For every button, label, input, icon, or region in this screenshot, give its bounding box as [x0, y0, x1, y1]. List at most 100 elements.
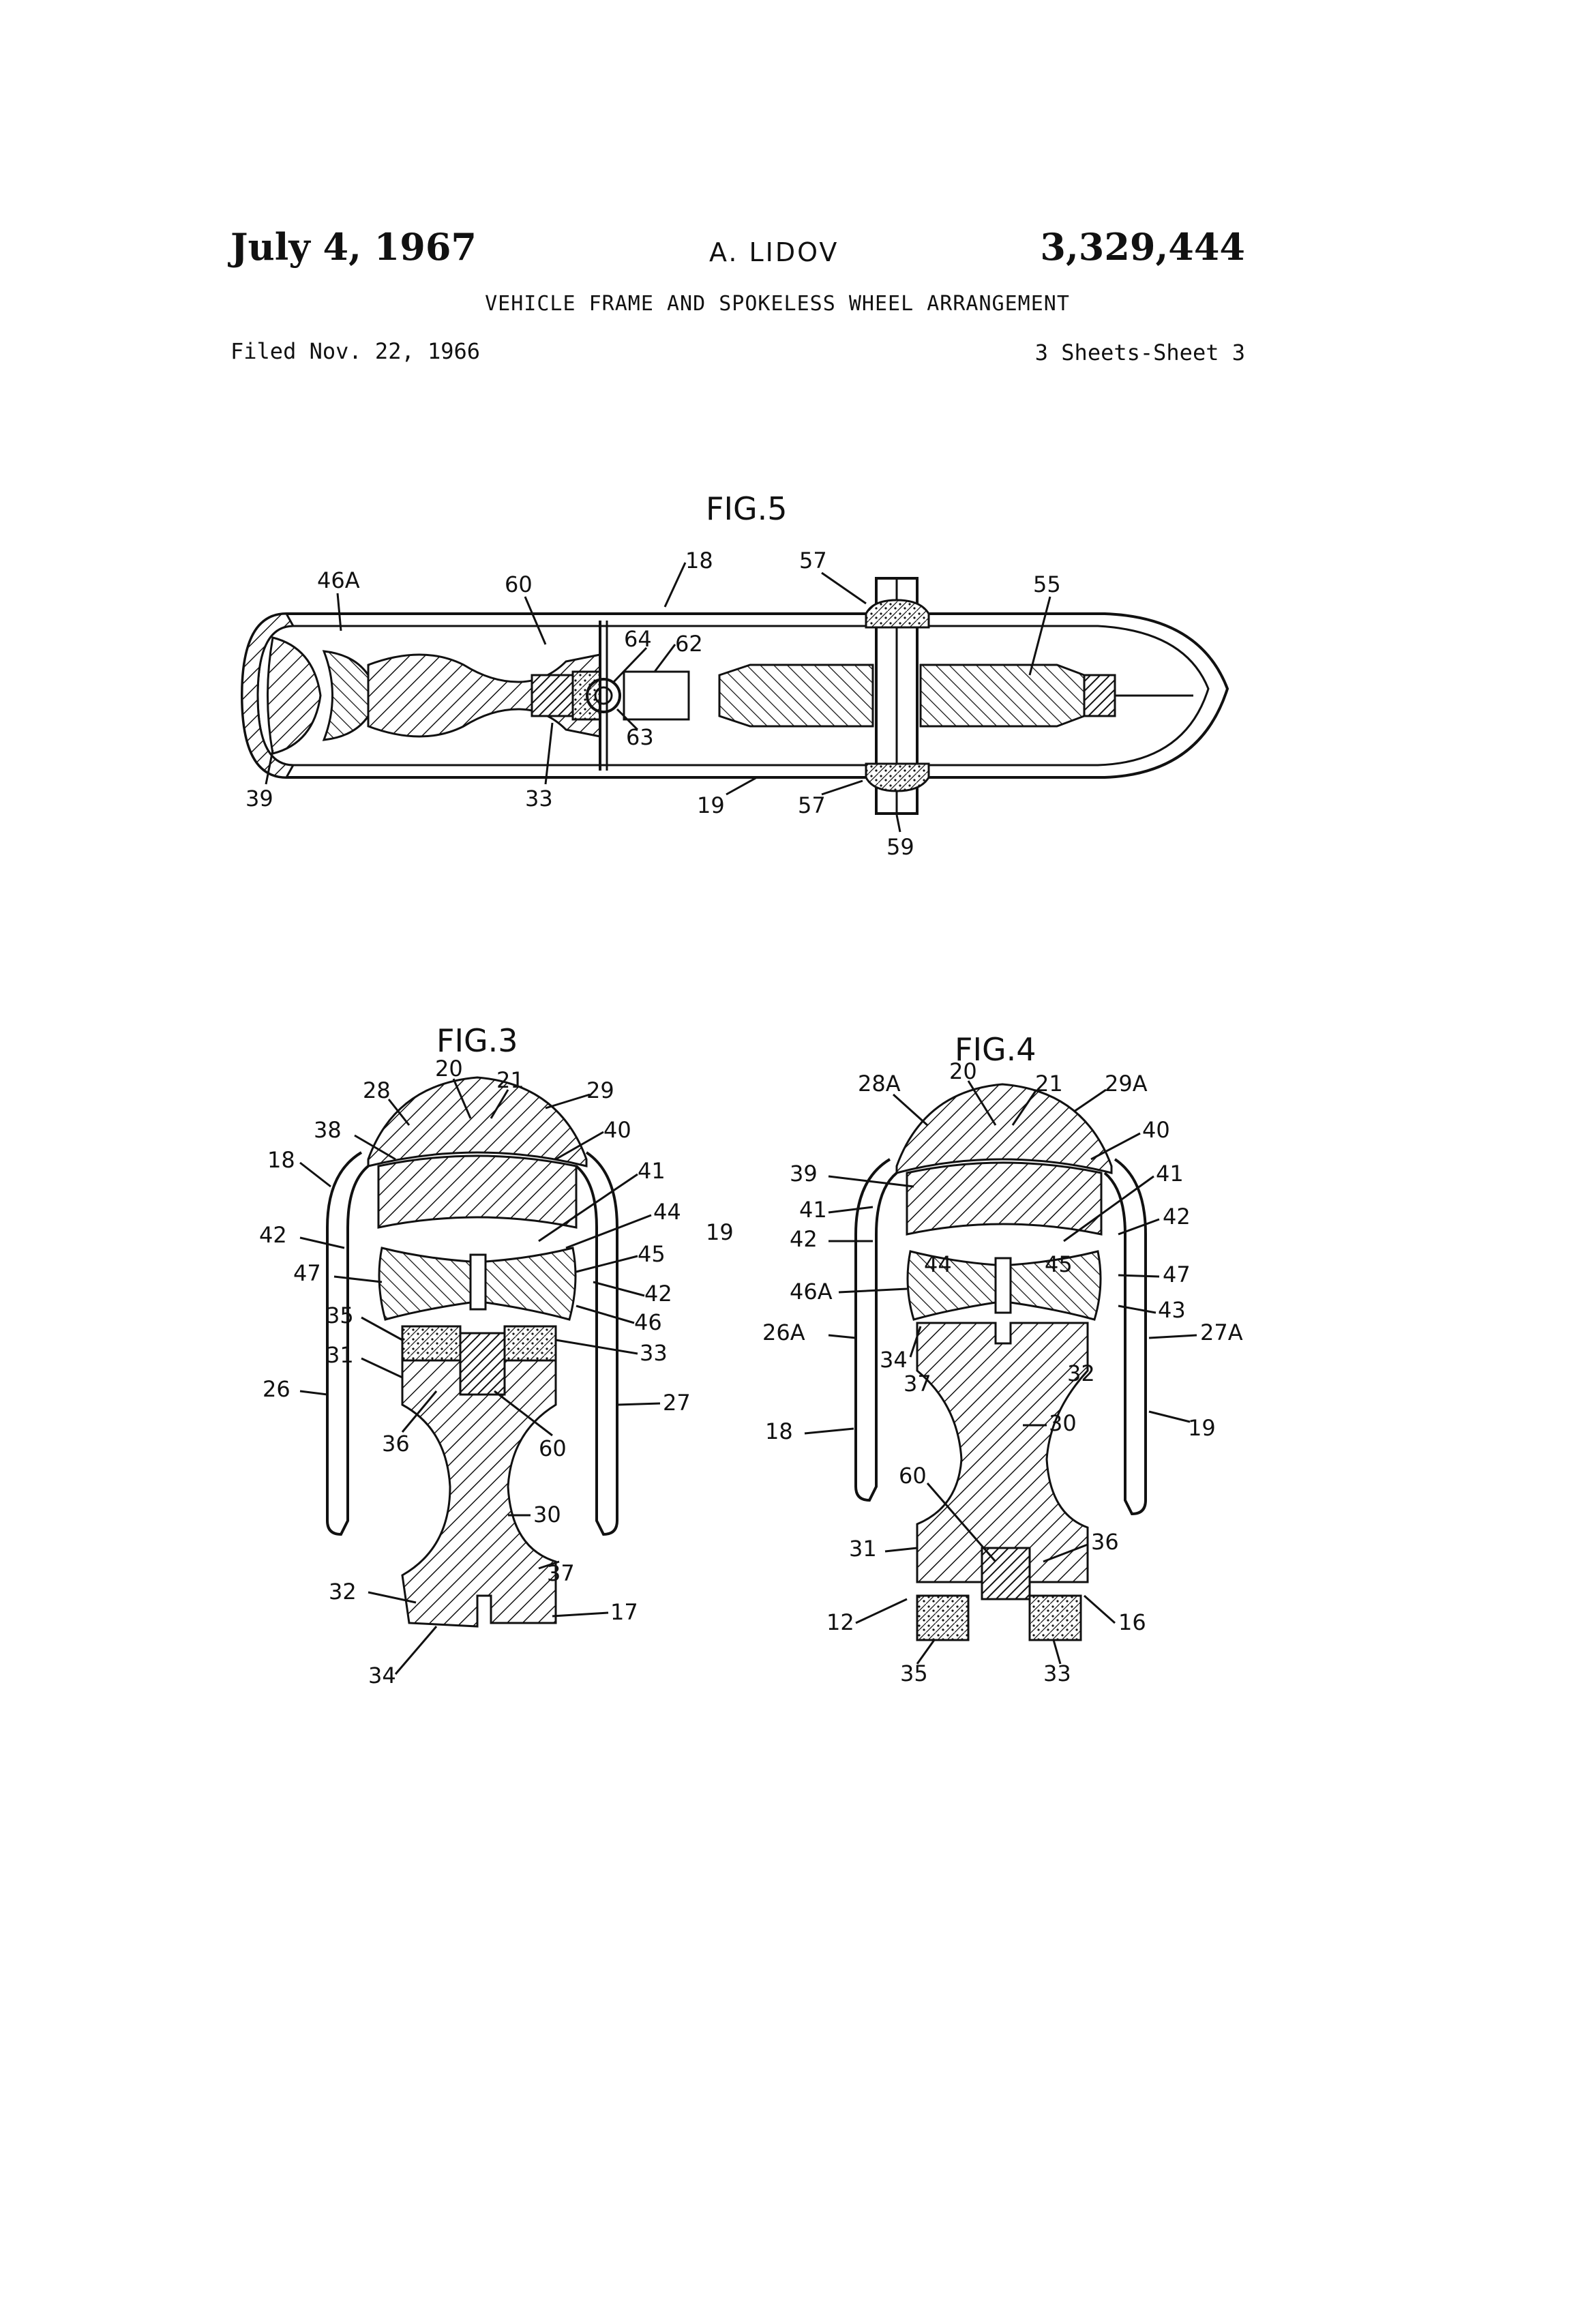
fig3-label-26: 26: [263, 1376, 290, 1402]
fig3-label-44: 44: [653, 1199, 681, 1225]
fig3-label-42-left: 42: [259, 1222, 287, 1248]
fig4-block-35: [917, 1596, 968, 1640]
fig4-label-41-left: 41: [799, 1197, 827, 1223]
figure-4: FIG.4 28A 20 21 29A 40 39 41 41 42 42 44…: [762, 1031, 1243, 1686]
fig5-label-33: 33: [525, 786, 553, 811]
fig5-shaft-right: [921, 665, 1084, 726]
fig5-bracket-62: [624, 672, 689, 719]
shared-label-19: 19: [706, 1219, 734, 1245]
fig4-label-29A: 29A: [1105, 1071, 1148, 1097]
fig5-label-60: 60: [505, 571, 533, 597]
fig5-bushing-57-top: [866, 600, 929, 627]
fig4-label-19: 19: [1188, 1415, 1216, 1441]
fig3-cap: [368, 1077, 586, 1166]
fig4-hub-key: [996, 1258, 1011, 1313]
fig4-label-39: 39: [790, 1161, 818, 1187]
fig5-label-19: 19: [697, 792, 725, 818]
fig3-label-45: 45: [638, 1241, 666, 1267]
fig5-block-60: [532, 675, 573, 716]
fig5-shaft: [719, 665, 873, 726]
fig3-label-38: 38: [314, 1117, 342, 1143]
fig3-label-35: 35: [326, 1302, 354, 1328]
fig4-block-33: [1030, 1596, 1081, 1640]
fig3-block-33: [505, 1326, 556, 1360]
fig3-label-33: 33: [640, 1340, 668, 1366]
fig3-label-47: 47: [293, 1260, 321, 1286]
fig3-block-35: [402, 1326, 460, 1360]
figure-5: FIG.5 46A 60 18 57: [242, 490, 1227, 860]
fig3-label-20: 20: [435, 1056, 463, 1082]
fig5-label-59: 59: [886, 834, 914, 860]
fig4-label-60: 60: [899, 1463, 927, 1489]
fig4-label-44: 44: [924, 1251, 952, 1277]
fig3-title: FIG.3: [436, 1022, 518, 1059]
fig5-label-57-top: 57: [799, 548, 827, 573]
fig3-rim-body: [378, 1156, 576, 1227]
fig3-hub-key: [471, 1255, 486, 1309]
fig3-label-21: 21: [496, 1067, 524, 1093]
fig3-label-36: 36: [382, 1431, 410, 1457]
fig4-label-33: 33: [1043, 1660, 1071, 1686]
fig3-label-40: 40: [603, 1117, 631, 1143]
fig4-rim-body: [907, 1163, 1101, 1234]
fig4-label-41-right: 41: [1156, 1161, 1184, 1187]
fig3-label-28: 28: [363, 1077, 391, 1103]
fig3-label-60: 60: [539, 1435, 567, 1461]
fig3-block-60: [460, 1333, 505, 1395]
fig5-label-64: 64: [624, 626, 652, 652]
fig3-label-32: 32: [329, 1579, 357, 1605]
fig4-label-37: 37: [904, 1371, 931, 1397]
fig5-label-39: 39: [245, 786, 273, 811]
fig4-label-47: 47: [1163, 1262, 1191, 1287]
fig4-label-42-right: 42: [1163, 1204, 1191, 1230]
fig5-label-63: 63: [626, 724, 654, 750]
fig3-label-46: 46: [634, 1309, 662, 1335]
fig3-label-30: 30: [533, 1502, 561, 1528]
fig4-label-46A: 46A: [790, 1279, 833, 1305]
fig5-label-62: 62: [675, 631, 703, 657]
fig3-label-27: 27: [663, 1390, 691, 1416]
fig4-label-32: 32: [1067, 1360, 1095, 1386]
fig4-label-20: 20: [949, 1058, 977, 1084]
fig4-label-43: 43: [1158, 1297, 1186, 1323]
fig5-label-57-bottom: 57: [798, 792, 826, 818]
fig4-label-42-left: 42: [790, 1226, 818, 1252]
fig4-label-18: 18: [765, 1418, 793, 1444]
fig4-rail-26A: [856, 1159, 897, 1500]
fig4-label-26A: 26A: [762, 1320, 805, 1345]
fig5-label-55: 55: [1033, 571, 1061, 597]
fig5-title: FIG.5: [706, 490, 788, 527]
fig4-rail-27A: [1105, 1159, 1146, 1514]
fig5-rim-section: [324, 651, 368, 740]
fig3-label-31: 31: [326, 1342, 354, 1368]
fig3-label-18: 18: [267, 1147, 295, 1173]
fig3-tire-45: [486, 1248, 576, 1320]
fig3-label-41: 41: [638, 1158, 666, 1184]
fig4-label-27A: 27A: [1200, 1320, 1243, 1345]
fig4-label-35: 35: [900, 1660, 928, 1686]
fig5-label-18: 18: [685, 548, 713, 573]
fig4-label-30: 30: [1049, 1410, 1077, 1436]
fig5-label-46A: 46A: [317, 567, 360, 593]
fig3-label-42-right: 42: [644, 1281, 672, 1307]
fig4-label-40: 40: [1142, 1117, 1170, 1143]
fig5-tread-46A: [268, 638, 321, 754]
fig4-label-12: 12: [826, 1609, 854, 1635]
fig3-tire-44: [379, 1248, 471, 1320]
fig4-label-21: 21: [1035, 1071, 1063, 1097]
fig4-label-45: 45: [1045, 1251, 1073, 1277]
fig4-cap: [897, 1084, 1111, 1173]
fig4-label-31: 31: [849, 1536, 877, 1562]
fig3-label-17: 17: [610, 1599, 638, 1625]
fig4-label-34: 34: [880, 1347, 908, 1373]
fig3-label-29: 29: [586, 1077, 614, 1103]
fig4-label-28A: 28A: [858, 1071, 901, 1097]
fig3-label-34: 34: [368, 1663, 396, 1688]
figure-3: FIG.3 28 20 21 29 38 40 18 41 44 42 45 4…: [259, 1022, 691, 1688]
fig4-member-30: [917, 1323, 1088, 1582]
fig4-label-36: 36: [1091, 1529, 1119, 1555]
fig4-label-16: 16: [1118, 1609, 1146, 1635]
fig5-end-block: [1084, 675, 1115, 716]
fig5-bushing-57-bottom: [866, 764, 929, 791]
